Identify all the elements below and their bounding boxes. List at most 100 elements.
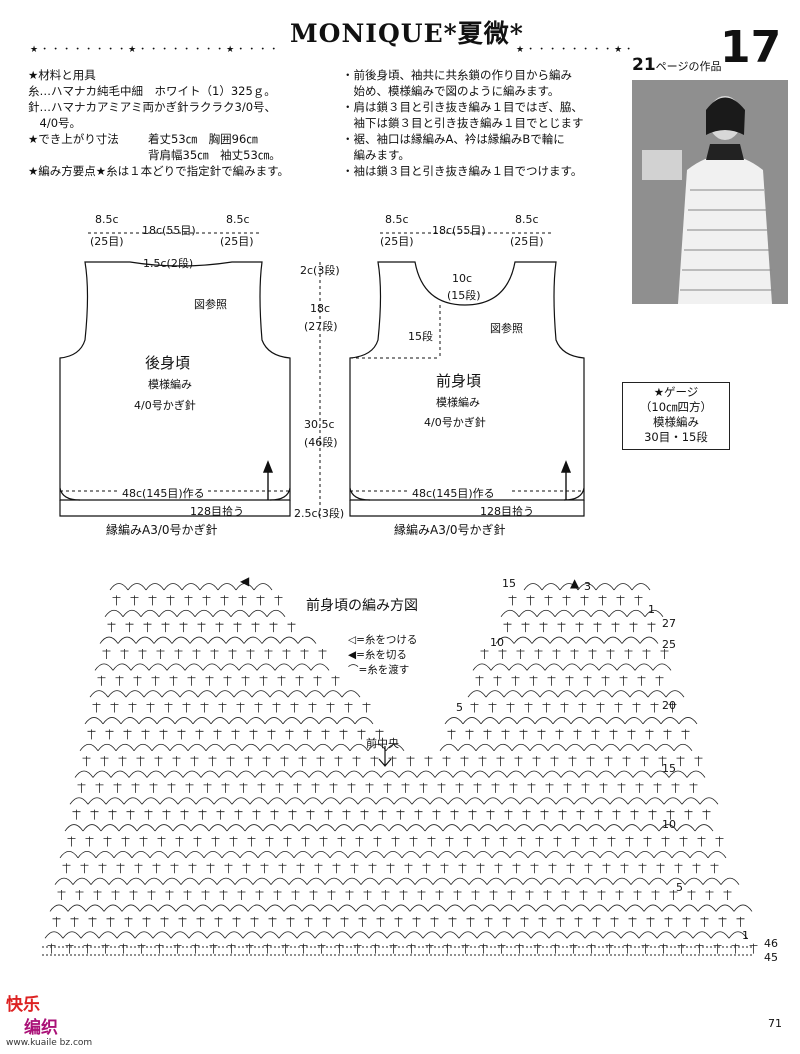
stitch-symbol: [370, 756, 379, 767]
stitch-symbol: [83, 943, 92, 954]
stitch-symbol: [232, 916, 241, 927]
stitch-symbol: [381, 890, 390, 901]
stitch-symbol: [332, 931, 352, 939]
stitch-symbol: [548, 931, 568, 939]
stitch-symbol: [146, 702, 155, 713]
stitch-symbol: [514, 824, 534, 832]
stitch-symbol: [664, 916, 673, 927]
stitch-symbol: [630, 809, 639, 820]
stitch-symbol: [287, 622, 296, 633]
stitch-symbol: [331, 675, 340, 686]
stitch-symbol: [571, 904, 591, 912]
stitch-symbol: [344, 770, 364, 778]
stitch-symbol: [195, 729, 204, 740]
back-top-left-rows: (25目): [90, 235, 124, 248]
stitch-symbol: [501, 797, 521, 805]
stitch-symbol: [506, 702, 515, 713]
legend-attach: ◁=糸をつける: [348, 634, 418, 646]
stitch-symbol: [173, 943, 182, 954]
row-label: 20: [662, 699, 676, 712]
stitch-symbol: [483, 729, 492, 740]
stitch-symbol: [723, 890, 732, 901]
stitch-symbol: [230, 609, 250, 618]
stitch-symbol: [201, 890, 210, 901]
stitch-symbol: [208, 756, 217, 767]
stitch-symbol: [203, 850, 223, 859]
stitch-symbol: [613, 583, 633, 591]
stitch-symbol: [130, 595, 139, 606]
logo-text-2: 编织: [24, 1018, 58, 1038]
stitch-symbol: [411, 797, 431, 805]
stitch-symbol: [353, 943, 362, 954]
stitch-symbol: [629, 622, 638, 633]
stitch-symbol: [394, 916, 403, 927]
stitch-symbol: [635, 850, 655, 859]
stitch-symbol: [679, 904, 699, 912]
stitch-symbol: [710, 863, 719, 874]
stitch-symbol: [674, 863, 683, 874]
stitch-symbol: [448, 916, 457, 927]
stitch-symbol: [520, 916, 529, 927]
stitch-symbol: [637, 743, 657, 751]
stitch-symbol: [229, 904, 249, 912]
stitch-symbol: [49, 904, 69, 912]
stitch-symbol: [319, 904, 339, 912]
stitch-symbol: [480, 717, 500, 725]
instruction-line: 編みます。: [342, 148, 410, 162]
stitch-symbol: [620, 931, 640, 939]
stitch-symbol: [274, 663, 294, 671]
stitch-symbol: [517, 904, 537, 912]
stitch-symbol: [194, 609, 214, 618]
stitch-symbol: [380, 770, 400, 778]
stitch-symbol: [658, 756, 667, 767]
stitch-symbol: [344, 702, 353, 713]
stitch-symbol: [447, 797, 467, 805]
stitch-symbol: [148, 595, 157, 606]
stitch-symbol: [440, 863, 449, 874]
stitch-symbol: [637, 675, 646, 686]
stitch-symbol: [538, 916, 547, 927]
stitch-symbol: [526, 663, 546, 671]
stitch-symbol: [290, 770, 310, 778]
stitch-symbol: [541, 583, 561, 591]
stitch-symbol: [75, 890, 84, 901]
stitch-symbol: [249, 729, 258, 740]
stitch-symbol: [480, 648, 489, 659]
stitch-symbol: [319, 836, 328, 847]
stitch-symbol: [352, 824, 372, 832]
stitch-symbol: [103, 836, 112, 847]
stitch-symbol: [198, 877, 218, 885]
stitch-symbol: [611, 622, 620, 633]
stitch-symbol: [445, 836, 454, 847]
stitch-symbol: [493, 743, 513, 751]
stitch-symbol: [398, 770, 418, 778]
stitch-symbol: [616, 663, 636, 671]
stitch-symbol: [625, 904, 645, 912]
stitch-symbol: [316, 756, 325, 767]
stitch-symbol: [560, 702, 569, 713]
stitch-symbol: [225, 636, 245, 644]
stitch-symbol: [378, 877, 398, 885]
stitch-symbol: [527, 782, 536, 793]
stitch-symbol: [522, 809, 531, 820]
stitch-symbol: [172, 756, 181, 767]
stitch-symbol: [619, 675, 628, 686]
stitch-symbol: [206, 863, 215, 874]
stitch-symbol: [713, 943, 722, 954]
stitch-symbol: [324, 809, 333, 820]
stitch-symbol: [611, 690, 631, 698]
stitch-symbol: [318, 717, 338, 725]
stitch-symbol: [360, 877, 380, 885]
stitch-symbol: [655, 675, 664, 686]
stitch-symbol: [169, 675, 178, 686]
stitch-symbol: [406, 824, 426, 832]
stitch-symbol: [314, 931, 334, 939]
stitch-symbol: [197, 690, 217, 698]
stitch-symbol: [692, 931, 712, 939]
stitch-symbol: [592, 916, 601, 927]
stitch-symbol: [573, 797, 593, 805]
stitch-symbol: [265, 836, 274, 847]
stitch-symbol: [164, 770, 184, 778]
stitch-symbol: [215, 622, 224, 633]
stitch-symbol: [370, 824, 390, 832]
